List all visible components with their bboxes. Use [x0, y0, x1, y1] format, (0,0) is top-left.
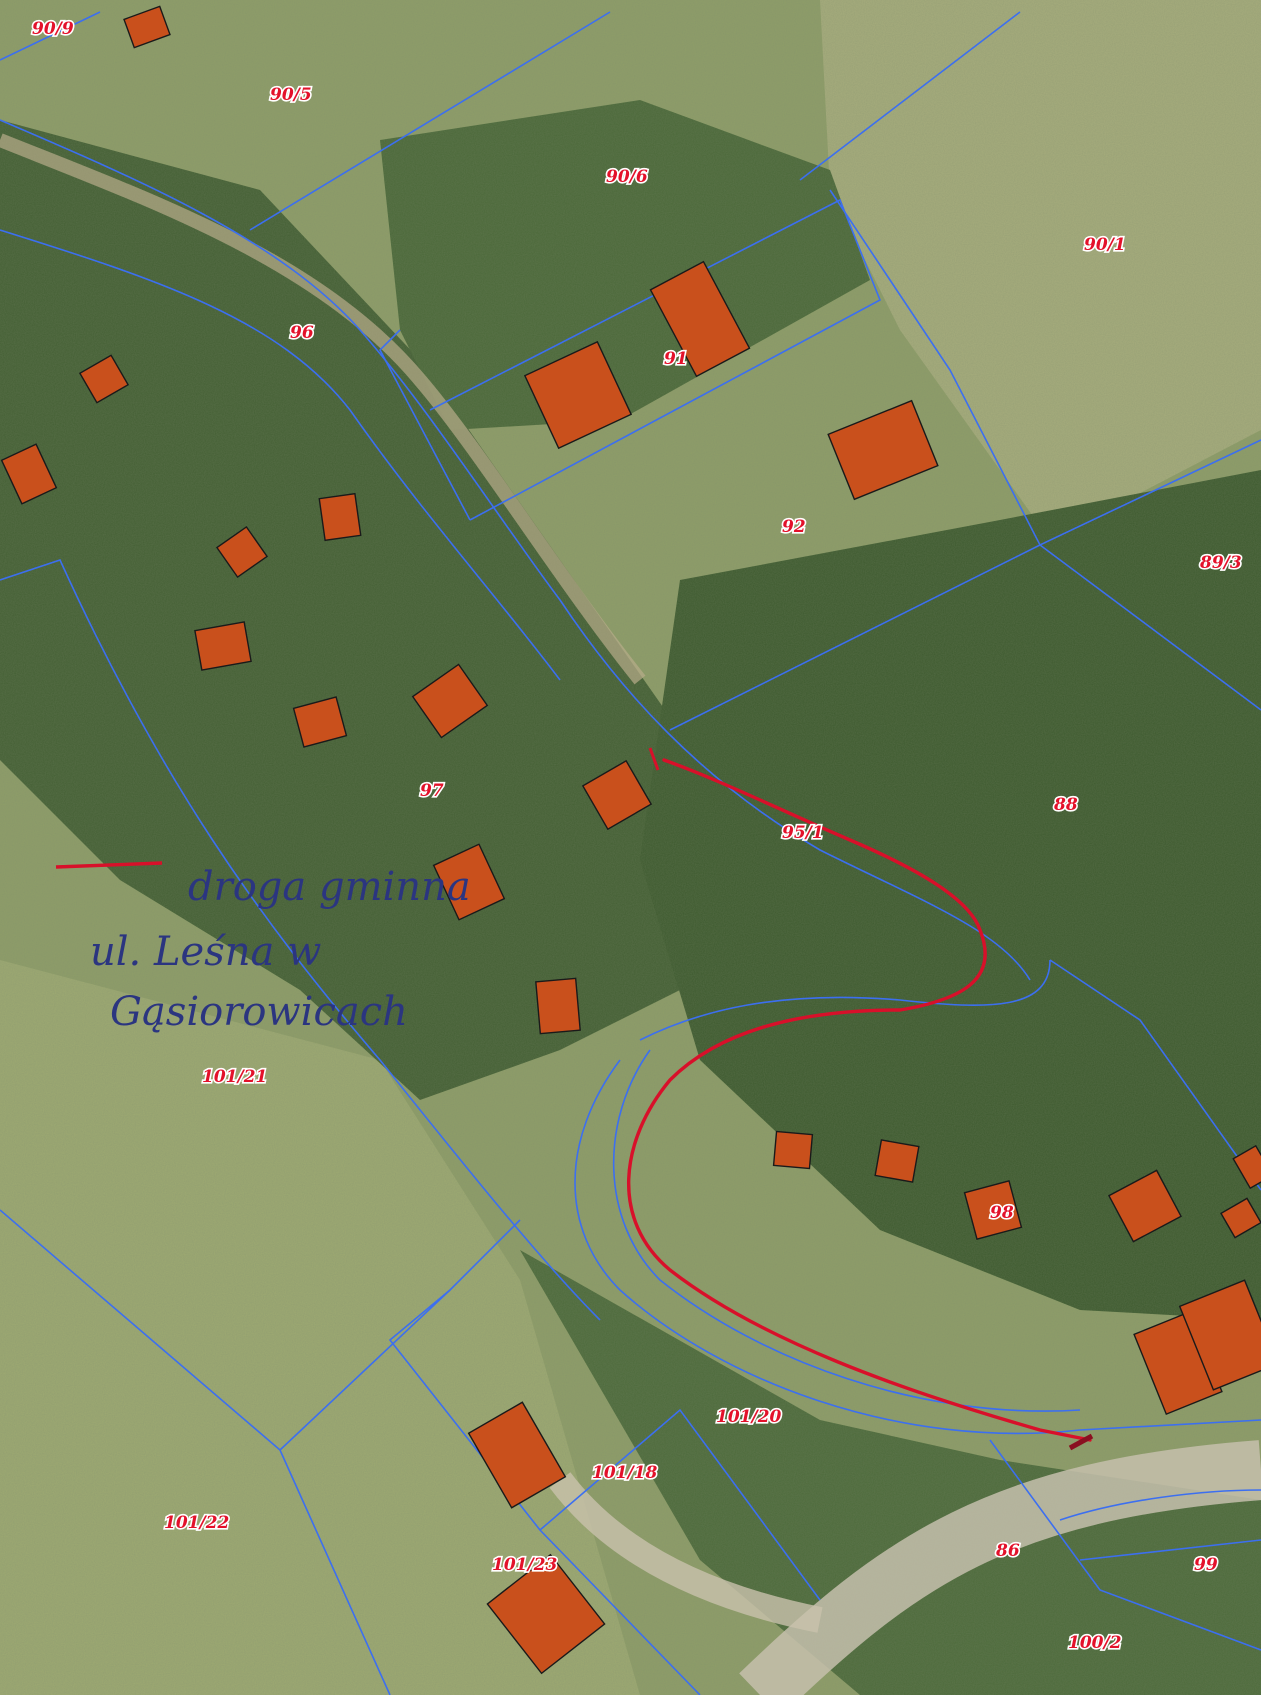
gravel-road-south	[739, 1440, 1261, 1695]
parcel-boundaries	[0, 11, 1261, 1695]
parcel-label[interactable]: 96	[288, 321, 315, 344]
parcel-label[interactable]: 95/1	[780, 821, 825, 844]
parcel-label[interactable]: 92	[780, 515, 807, 538]
road-marking-start-tick	[648, 747, 660, 771]
parcel-labels: 90/9 90/5 90/6 90/1 96 91 92 89/3 97 88 …	[30, 17, 1243, 1654]
parcel-label[interactable]: 90/9	[30, 17, 75, 40]
parcel-label[interactable]: 101/18	[590, 1461, 659, 1484]
building	[0, 443, 58, 505]
building	[535, 977, 581, 1035]
building	[486, 1553, 606, 1675]
road-marking-end-tick	[1068, 1433, 1094, 1451]
building	[411, 663, 489, 739]
building	[123, 5, 171, 49]
parcel-label[interactable]: 99	[1192, 1553, 1219, 1576]
building	[215, 525, 269, 579]
building	[581, 759, 653, 831]
parcel-label[interactable]: 89/3	[1197, 551, 1243, 574]
parcel-label[interactable]: 86	[993, 1539, 1021, 1562]
building	[318, 492, 362, 542]
building	[963, 1180, 1023, 1240]
parcel-label[interactable]: 90/6	[604, 165, 649, 188]
parcel-label[interactable]: 88	[1051, 793, 1079, 816]
parcel-label[interactable]: 101/20	[714, 1405, 783, 1428]
parcel-label[interactable]: 101/21	[200, 1065, 269, 1088]
parcel-label[interactable]: 101/22	[162, 1511, 231, 1534]
parcel-label[interactable]: 101/23	[490, 1553, 559, 1576]
annotation-line-1: droga gminna	[188, 864, 471, 910]
building	[1178, 1279, 1261, 1391]
parcel-label[interactable]: 90/5	[268, 83, 313, 106]
parcel-label[interactable]: 100/2	[1066, 1631, 1123, 1654]
building	[523, 340, 633, 450]
building	[874, 1139, 920, 1183]
building	[649, 260, 751, 378]
parcel-label[interactable]: 91	[662, 347, 689, 370]
parcel-label[interactable]: 97	[418, 779, 445, 802]
building	[1232, 1144, 1261, 1190]
building	[292, 696, 348, 748]
annotation-line-2: ul. Leśna w	[90, 929, 321, 975]
dirt-track-north	[0, 133, 646, 685]
legend-line-sample	[55, 861, 163, 869]
building	[827, 399, 939, 501]
annotation-line-3: Gąsiorowicach	[110, 989, 408, 1035]
building	[1108, 1169, 1182, 1243]
parcel-label[interactable]: 90/1	[1082, 233, 1127, 256]
building	[432, 843, 506, 921]
building	[772, 1130, 814, 1170]
driveway-south	[549, 1472, 823, 1633]
parcel-label[interactable]: 98	[988, 1201, 1015, 1224]
building	[194, 621, 252, 671]
building	[467, 1401, 567, 1509]
building	[1220, 1197, 1261, 1239]
buildings	[0, 5, 1261, 1675]
road-marking-line	[627, 758, 1092, 1442]
building	[78, 354, 130, 404]
